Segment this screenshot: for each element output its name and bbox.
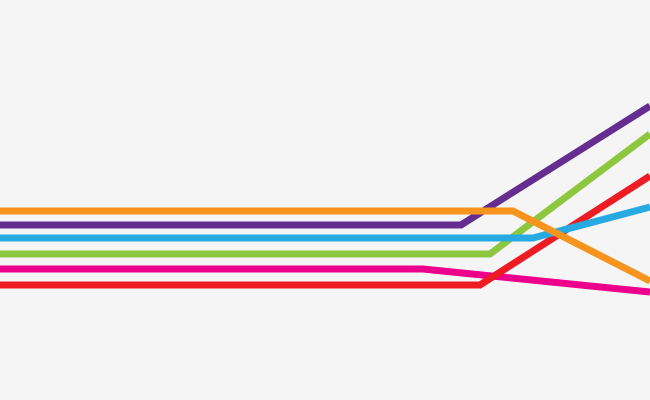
purple-line <box>0 103 650 229</box>
red-line <box>0 173 650 289</box>
green-line <box>0 131 650 258</box>
pink-line <box>0 265 650 296</box>
orange-line <box>0 207 650 285</box>
blue-line <box>0 203 650 242</box>
